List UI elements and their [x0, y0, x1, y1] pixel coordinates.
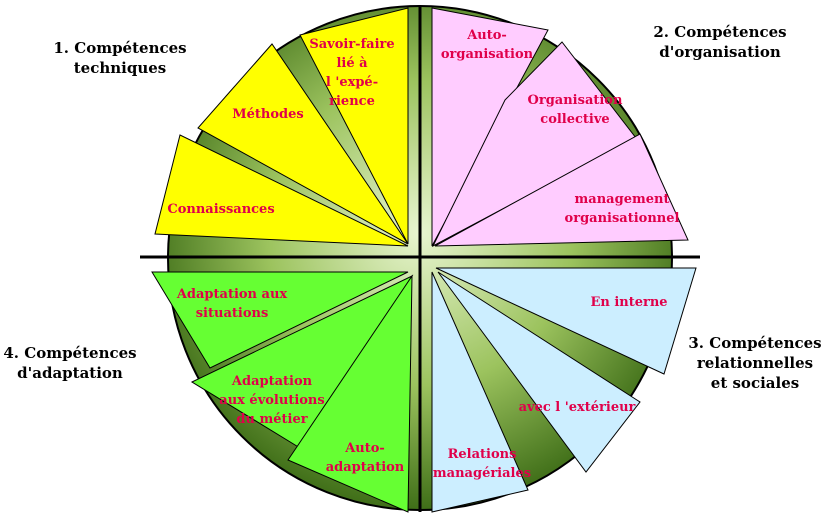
- segment-label-0: Savoir-faire lié à l 'expé-rience: [309, 37, 394, 109]
- segment-label-line: adaptation: [326, 460, 405, 475]
- segment-adaptation-11: [287, 274, 413, 513]
- segment-label-line: aux évolutions: [219, 393, 324, 408]
- segment-label-8: Relations managériales: [433, 447, 531, 481]
- segment-label-line: organisation: [441, 47, 534, 62]
- segment-label-line: Savoir-faire: [309, 37, 394, 52]
- segment-label-line: avec l 'extérieur: [519, 400, 636, 415]
- segment-label-line: Auto-: [344, 441, 385, 456]
- segment-label-9: Adaptation aux situations: [176, 287, 288, 321]
- segment-label-line: Adaptation aux: [176, 287, 288, 302]
- segment-label-4: Organisation collective: [528, 93, 623, 127]
- segment-adaptation-9: [151, 271, 409, 369]
- segment-relationnel-7: [437, 271, 641, 473]
- segment-label-line: collective: [540, 112, 609, 127]
- segment-relationnel-8: [431, 271, 529, 513]
- segment-label-line: Auto-: [466, 28, 507, 43]
- segment-label-line: Organisation: [528, 93, 623, 108]
- segment-technique-2: [154, 134, 409, 247]
- segment-label-line: rience: [329, 94, 375, 109]
- segment-label-line: du métier: [236, 412, 307, 427]
- segment-label-2: Connaissances: [167, 202, 274, 217]
- segment-technique-1: [197, 43, 409, 245]
- segment-label-line: l 'expé-: [326, 75, 378, 90]
- segment-label-line: situations: [196, 306, 269, 321]
- segment-label-line: management: [575, 192, 670, 207]
- segment-technique-0: [299, 7, 409, 245]
- segment-label-line: Relations: [448, 447, 517, 462]
- segment-label-line: Méthodes: [232, 107, 303, 122]
- segment-label-1: Méthodes: [232, 107, 303, 122]
- segment-label-line: organisationnel: [565, 211, 680, 226]
- segment-label-line: managériales: [433, 466, 531, 481]
- segment-label-line: lié à: [336, 56, 368, 71]
- segment-label-5: management organisationnel: [565, 192, 680, 226]
- segment-label-3: Auto-organisation: [441, 28, 534, 62]
- segment-label-11: Auto-adaptation: [326, 441, 405, 475]
- segment-label-6: En interne: [590, 295, 667, 310]
- segment-label-line: Adaptation: [231, 374, 313, 389]
- segment-label-10: Adaptation aux évolutions du métier: [219, 374, 324, 427]
- segment-relationnel-6: [435, 267, 697, 375]
- segment-label-7: avec l 'extérieur: [519, 400, 636, 415]
- segment-label-line: En interne: [590, 295, 667, 310]
- segment-label-line: Connaissances: [167, 202, 274, 217]
- segment-organisation-5: [434, 133, 689, 247]
